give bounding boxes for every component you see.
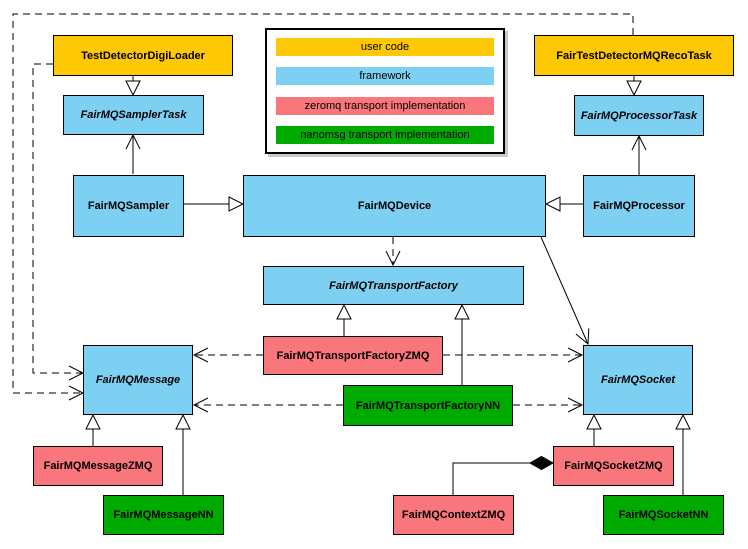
node-fairmq-transport-factory-zmq: FairMQTransportFactoryZMQ [263, 336, 443, 375]
node-fair-test-detector-mq-reco-task: FairTestDetectorMQRecoTask [534, 35, 734, 76]
node-fairmq-transport-factory-nn: FairMQTransportFactoryNN [343, 385, 513, 426]
edge-device-to-socket [540, 236, 590, 346]
node-fairmq-message-zmq: FairMQMessageZMQ [33, 446, 163, 486]
edge-recotask-to-message [12, 13, 634, 401]
node-fairmq-socket-nn: FairMQSocketNN [603, 495, 724, 535]
legend-item-zeromq: zeromq transport implementation [276, 96, 494, 115]
node-fairmq-transport-factory: FairMQTransportFactory [263, 266, 524, 305]
legend-item-user-code: user code [276, 38, 494, 56]
node-test-detector-digi-loader: TestDetectorDigiLoader [53, 35, 233, 76]
node-fairmq-sampler-task: FairMQSamplerTask [63, 95, 204, 135]
node-fairmq-processor-task: FairMQProcessorTask [574, 95, 704, 136]
edge-contextzmq-to-socketzmq [452, 463, 553, 495]
node-fairmq-sampler: FairMQSampler [73, 175, 184, 237]
legend-item-framework: framework [276, 67, 494, 86]
node-fairmq-message: FairMQMessage [83, 345, 193, 415]
node-fairmq-processor: FairMQProcessor [583, 175, 695, 237]
legend-item-nanomsg: nanomsg transport implementation [276, 125, 494, 144]
node-fairmq-context-zmq: FairMQContextZMQ [393, 495, 514, 535]
legend: user code framework zeromq transport imp… [265, 28, 505, 154]
edge-digiloader-to-message [32, 63, 85, 381]
node-fairmq-device: FairMQDevice [243, 175, 546, 237]
node-fairmq-message-nn: FairMQMessageNN [103, 495, 224, 535]
node-fairmq-socket: FairMQSocket [583, 345, 693, 415]
node-fairmq-socket-zmq: FairMQSocketZMQ [553, 446, 674, 486]
